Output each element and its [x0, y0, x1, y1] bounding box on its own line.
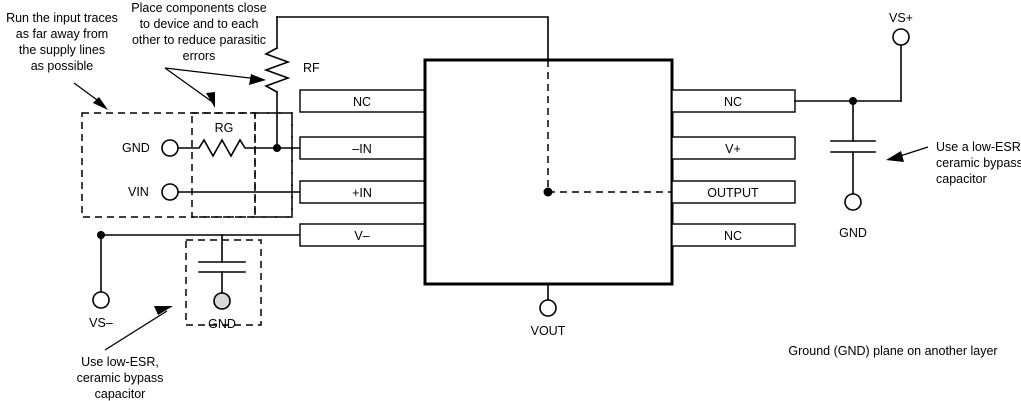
right-pin-nc-2-label: NC [724, 229, 742, 243]
right-pin-nc-2: NC [671, 223, 796, 247]
resistor-rg-label: RG [215, 121, 234, 135]
left-pin-noninverting-input: +IN [299, 180, 426, 204]
resistor-rf: RF [263, 16, 320, 114]
annotation-input-traces-line-1: Run the input traces [6, 11, 118, 25]
right-pin-output-label: OUTPUT [707, 186, 759, 200]
left-pin-inverting-input-label: –IN [352, 142, 371, 156]
left-pin-nc-1-label: NC [353, 95, 371, 109]
terminal-vs-plus[interactable]: VS+ [889, 11, 913, 46]
annotation-place-components: Place components close to device and to … [131, 1, 267, 108]
resistor-rg: RG [178, 121, 278, 158]
annotation-left-capacitor: Use low-ESR, ceramic bypass capacitor [77, 306, 173, 401]
annotation-ground-plane: Ground (GND) plane on another layer [788, 344, 997, 358]
terminal-vs-minus[interactable]: VS– [89, 291, 113, 330]
annotation-input-traces: Run the input traces as far away from th… [6, 11, 118, 110]
terminal-vin-label: VIN [128, 185, 149, 199]
terminal-gnd-input[interactable]: GND [122, 139, 179, 157]
annotation-place-components-line-1: Place components close [131, 1, 267, 15]
terminal-vout-label: VOUT [531, 324, 566, 338]
dashed-box-left-capacitor [185, 239, 262, 326]
annotation-input-traces-line-3: the supply lines [19, 43, 105, 57]
annotation-place-components-arrow-line-rf [164, 67, 259, 80]
right-pin-nc-1-label: NC [724, 95, 742, 109]
left-pin-nc-1: NC [299, 89, 426, 113]
dashed-box-feedback-node [254, 112, 293, 218]
resistor-rf-label: RF [303, 61, 320, 75]
annotation-left-capacitor-line-3: capacitor [95, 387, 146, 401]
annotation-input-traces-arrowhead [93, 97, 108, 110]
terminal-gnd-left-capacitor-label: GND [208, 317, 236, 331]
annotation-input-traces-line-4: as possible [31, 59, 94, 73]
junction-inverting-node [273, 144, 281, 152]
dashed-box-input-network [81, 112, 293, 218]
annotation-left-capacitor-line-2: ceramic bypass [77, 371, 164, 385]
terminal-gnd-input-label: GND [122, 141, 150, 155]
terminal-vs-plus-label: VS+ [889, 11, 913, 25]
annotation-place-components-arrow-line-rg [164, 67, 212, 102]
wire-feedback-top [276, 16, 549, 61]
annotation-right-capacitor-line-3: capacitor [936, 172, 987, 186]
terminal-gnd-right-capacitor-label: GND [839, 226, 867, 240]
terminal-gnd-right-capacitor[interactable]: GND [839, 193, 867, 240]
annotation-left-capacitor-arrowhead [154, 306, 173, 315]
terminal-vin[interactable]: VIN [128, 183, 179, 201]
annotation-right-capacitor-line-1: Use a low-ESR, [936, 140, 1021, 154]
annotation-left-capacitor-line-1: Use low-ESR, [81, 355, 159, 369]
right-pin-vplus: V+ [671, 136, 796, 160]
annotation-place-components-line-4: errors [183, 49, 216, 63]
annotation-right-capacitor: Use a low-ESR, ceramic bypass capacitor [886, 140, 1021, 186]
terminal-gnd-left-capacitor[interactable]: GND [208, 292, 236, 331]
capacitor-right-bypass [830, 100, 876, 195]
junction-output-internal [543, 187, 553, 197]
right-pin-nc-1: NC [671, 89, 796, 113]
left-pin-noninverting-input-label: +IN [352, 186, 372, 200]
left-pin-vminus-label: V– [354, 229, 369, 243]
annotation-place-components-arrowhead-rg [206, 92, 215, 108]
left-pin-vminus: V– [299, 223, 426, 247]
annotation-place-components-line-2: to device and to each [140, 17, 259, 31]
annotation-place-components-line-3: other to reduce parasitic [132, 33, 266, 47]
left-pin-inverting-input: –IN [299, 136, 426, 160]
annotation-right-capacitor-line-2: ceramic bypass [936, 156, 1021, 170]
right-pin-vplus-label: V+ [725, 142, 741, 156]
annotation-place-components-arrowhead-rf [249, 74, 266, 85]
annotation-input-traces-line-2: as far away from [16, 27, 108, 41]
terminal-vs-minus-label: VS– [89, 316, 113, 330]
annotation-left-capacitor-arrow-line [104, 310, 168, 351]
annotation-right-capacitor-arrowhead [886, 151, 904, 162]
right-pin-output: OUTPUT [671, 180, 796, 204]
capacitor-left-bypass [198, 234, 246, 294]
terminal-vout[interactable]: VOUT [531, 299, 566, 338]
